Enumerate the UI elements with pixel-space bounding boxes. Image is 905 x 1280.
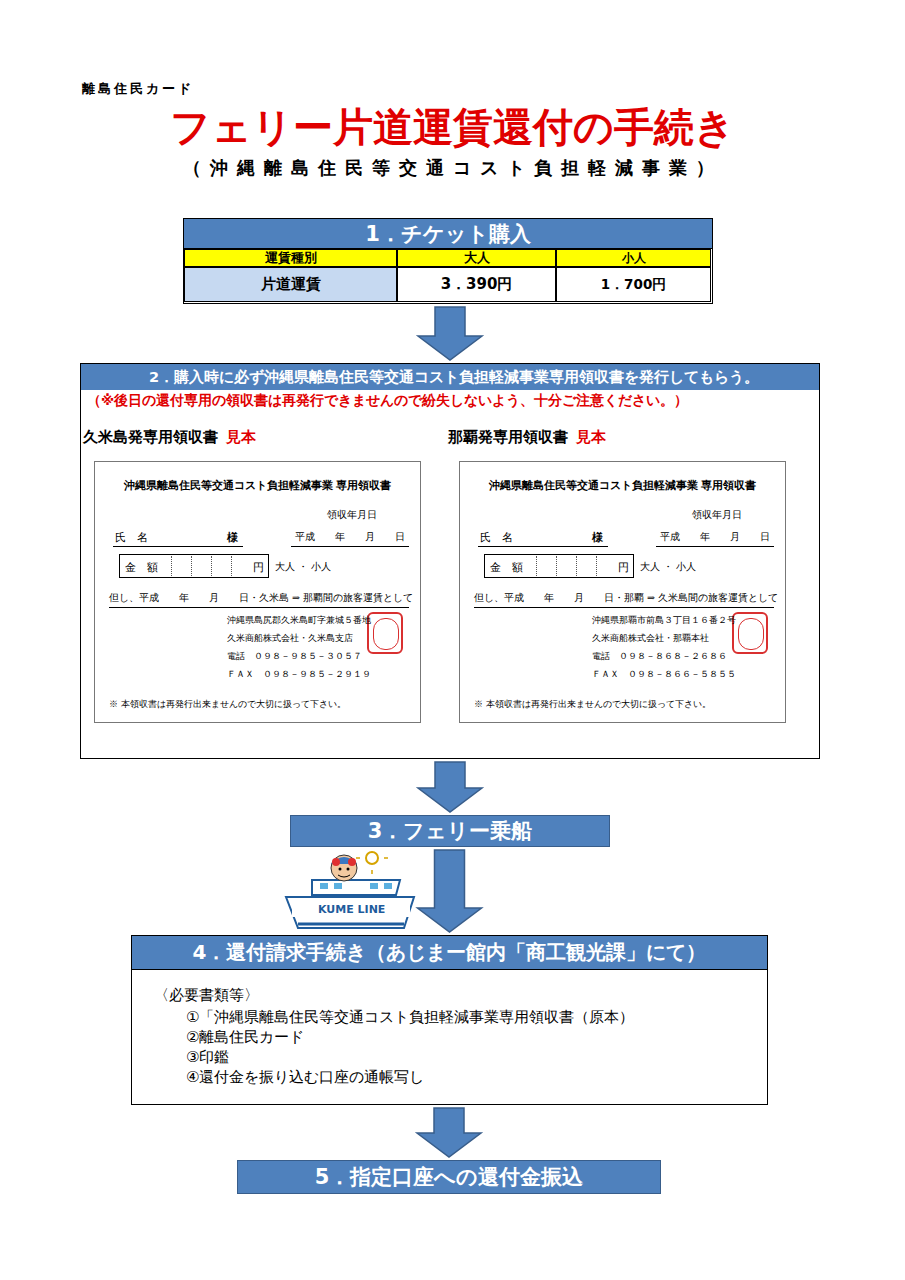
receipt-sample: 那覇発専用領収書見本沖縄県離島住民等交通コスト負担軽減事業 専用領収書領収年月日…	[459, 461, 786, 723]
receipt-text: 久米商船株式会社・久米島支店	[227, 632, 353, 645]
receipt-text: 氏 名	[115, 530, 148, 545]
receipt-heading: 那覇発専用領収書見本	[448, 428, 606, 447]
table-cell: 小人	[556, 249, 711, 267]
block-arrow	[418, 762, 482, 812]
process-box: 1．チケット購入運賃種別大人小人片道運賃3．390円1．700円	[183, 218, 713, 304]
underline	[656, 546, 774, 547]
amount-separator	[596, 556, 597, 576]
receipt-text: ＦＡＸ ０９８－８６６－５８５５	[592, 668, 736, 681]
step-header: 2．購入時に必ず沖縄県離島住民等交通コスト負担軽減事業専用領収書を発行してもらう…	[81, 364, 819, 390]
amount-separator	[231, 556, 232, 576]
receipt-heading: 久米島発専用領収書見本	[83, 428, 256, 447]
step-label: 3．フェリー乗船	[368, 817, 533, 845]
seal-stamp	[367, 612, 403, 654]
receipt-text: 平成 年 月 日	[295, 530, 405, 544]
step-band: 3．フェリー乗船	[290, 815, 610, 847]
table-cell: 3．390円	[397, 267, 556, 302]
body-text: （※後日の還付専用の領収書は再発行できませんので紛失しないよう、十分ご注意くださ…	[87, 392, 688, 410]
step-header: 4．還付請求手続き（あじまー館内「商工観光課」にて）	[132, 936, 767, 970]
receipt-text: 電話 ０９８－８６８－２６８６	[592, 650, 727, 663]
amount-separator	[211, 556, 212, 576]
amount-separator	[171, 556, 172, 576]
sample-mark: 見本	[226, 428, 256, 447]
block-arrow	[418, 850, 482, 932]
underline	[113, 546, 243, 547]
process-box: 2．購入時に必ず沖縄県離島住民等交通コスト負担軽減事業専用領収書を発行してもらう…	[80, 363, 820, 759]
seal-stamp-inner	[738, 618, 764, 650]
underline	[478, 546, 608, 547]
ship-name: KUME LINE	[318, 903, 385, 916]
body-text: 〈必要書類等〉	[154, 986, 259, 1005]
block-arrow	[418, 307, 482, 360]
receipt-text: 様	[227, 530, 238, 545]
top-label: 離島住民カード	[82, 80, 194, 98]
page-title: フェリー片道運賃還付の手続き	[0, 100, 905, 155]
body-text: ①「沖縄県離島住民等交通コスト負担軽減事業専用領収書（原本）	[186, 1008, 634, 1027]
table-cell: 大人	[397, 249, 556, 267]
underline	[291, 546, 409, 547]
sample-mark: 見本	[576, 428, 606, 447]
seal-stamp	[732, 612, 768, 654]
body-text: ④還付金を振り込む口座の通帳写し	[186, 1068, 424, 1087]
amount-separator	[576, 556, 577, 576]
step-label: 5．指定口座への還付金振込	[315, 1163, 584, 1191]
receipt-text: 電話 ０９８－９８５－３０５７	[227, 650, 362, 663]
receipt-text: 領収年月日	[327, 508, 377, 522]
receipt-text: 大人 ・ 小人	[275, 560, 331, 574]
receipt-text: 沖縄県島尻郡久米島町字兼城５番地	[227, 614, 371, 627]
receipt-title: 久米島発専用領収書	[83, 428, 218, 447]
amount-separator	[536, 556, 537, 576]
receipt-text: 但し、平成 年 月 日・那覇 ⇒ 久米島間の旅客運賃として	[474, 592, 778, 605]
receipt-text: 沖縄県那覇市前島３丁目１６番２号	[592, 614, 736, 627]
receipt-text: 金 額	[490, 560, 523, 575]
body-text: ②離島住民カード	[186, 1028, 304, 1047]
subtitle: （沖縄離島住民等交通コスト負担軽減事業）	[0, 156, 905, 180]
receipt-text: 円	[618, 560, 629, 575]
table-cell: 片道運賃	[184, 267, 397, 302]
receipt-text: 様	[592, 530, 603, 545]
receipt-text: 金 額	[125, 560, 158, 575]
receipt-title: 那覇発専用領収書	[448, 428, 568, 447]
receipt-sample: 久米島発専用領収書見本沖縄県離島住民等交通コスト負担軽減事業 専用領収書領収年月…	[94, 461, 421, 723]
receipt-text: 但し、平成 年 月 日・久米島 ⇒ 那覇間の旅客運賃として	[109, 592, 413, 605]
receipt-text: 沖縄県離島住民等交通コスト負担軽減事業 専用領収書	[95, 478, 420, 493]
body-text: ③印鑑	[186, 1048, 229, 1067]
step-band: 5．指定口座への還付金振込	[237, 1160, 661, 1194]
amount-separator	[556, 556, 557, 576]
receipt-text: ＦＡＸ ０９８－９８５－２９１９	[227, 668, 371, 681]
amount-separator	[191, 556, 192, 576]
receipt-text: 氏 名	[480, 530, 513, 545]
receipt-text: 沖縄県離島住民等交通コスト負担軽減事業 専用領収書	[460, 478, 785, 493]
seal-stamp-inner	[373, 618, 399, 650]
block-arrow	[417, 1108, 481, 1157]
receipt-text: ※ 本領収書は再発行出来ませんので大切に扱って下さい。	[474, 698, 711, 711]
receipt-text: ※ 本領収書は再発行出来ませんので大切に扱って下さい。	[109, 698, 346, 711]
receipt-text: 平成 年 月 日	[660, 530, 770, 544]
underline	[474, 607, 774, 608]
process-box: 4．還付請求手続き（あじまー館内「商工観光課」にて） 〈必要書類等〉 ①「沖縄県離島…	[131, 935, 768, 1105]
receipt-text: 領収年月日	[692, 508, 742, 522]
step-header: 1．チケット購入	[184, 219, 712, 249]
receipt-text: 大人 ・ 小人	[640, 560, 696, 574]
receipt-text: 久米商船株式会社・那覇本社	[592, 632, 709, 645]
table-cell: 運賃種別	[184, 249, 397, 267]
receipt-text: 円	[253, 560, 264, 575]
table-cell: 1．700円	[556, 267, 711, 302]
underline	[109, 607, 409, 608]
ferry-ship	[286, 842, 414, 928]
